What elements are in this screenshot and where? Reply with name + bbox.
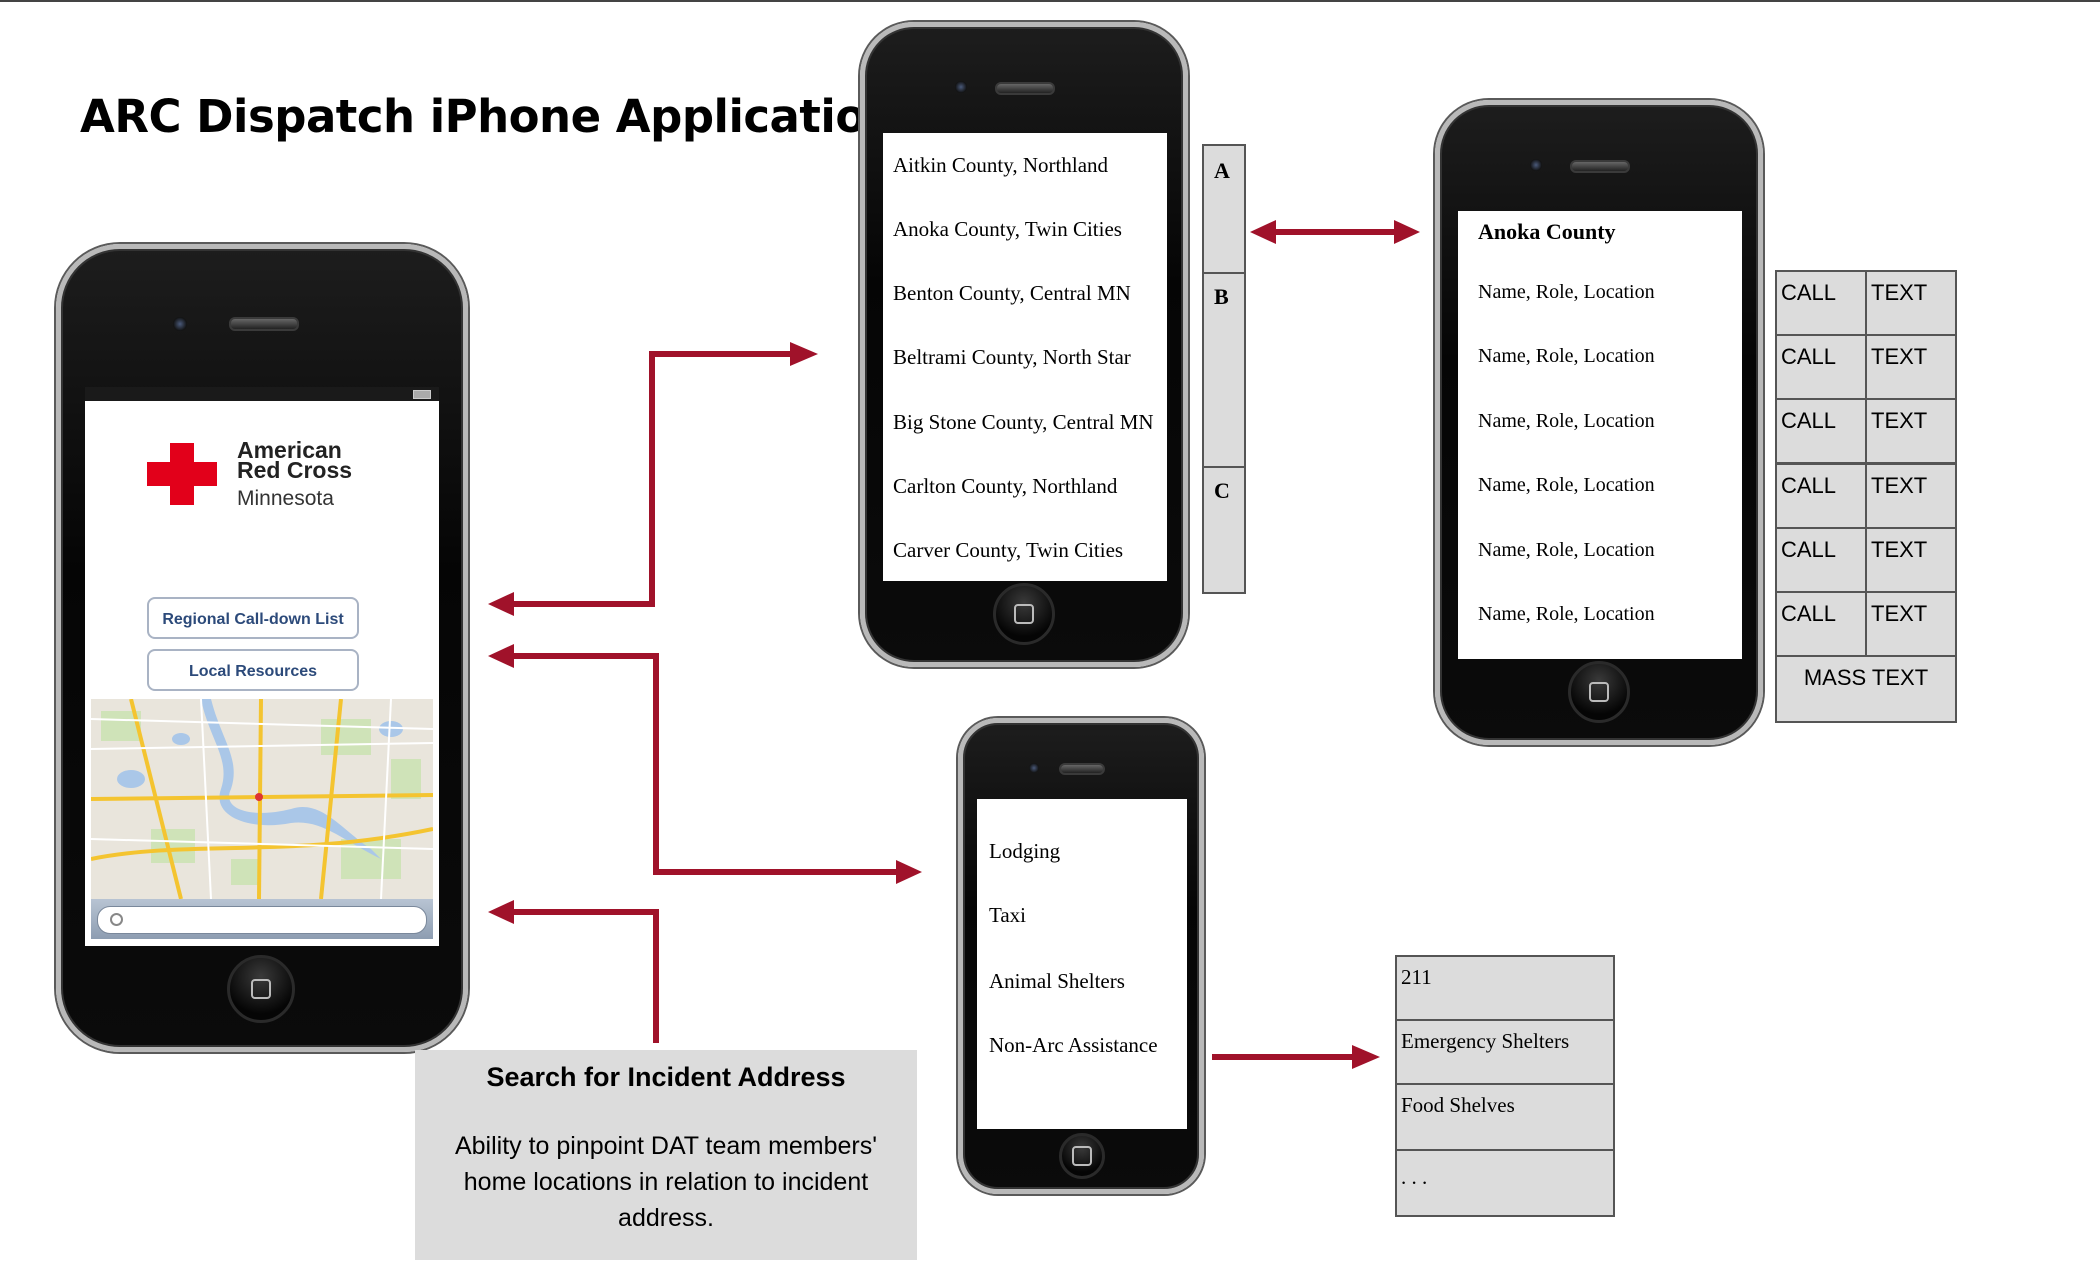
regional-call-down-button[interactable]: Regional Call-down List bbox=[147, 597, 359, 639]
logo-red-cross: Red Cross bbox=[237, 457, 353, 483]
resources-screen: Lodging Taxi Animal Shelters Non-Arc Ass… bbox=[977, 799, 1187, 1129]
arrow-main-to-resources bbox=[510, 653, 896, 875]
diagram-title: ARC Dispatch iPhone Application bbox=[80, 90, 898, 143]
camera bbox=[1530, 159, 1542, 171]
county-detail-title: Anoka County bbox=[1478, 219, 1616, 244]
map-view[interactable] bbox=[91, 699, 433, 899]
county-item[interactable]: Aitkin County, Northland bbox=[893, 153, 1109, 177]
member-row[interactable]: Name, Role, Location bbox=[1478, 474, 1655, 496]
home-button bbox=[1568, 661, 1630, 723]
member-row[interactable]: Name, Role, Location bbox=[1478, 603, 1655, 625]
local-resources-button[interactable]: Local Resources bbox=[147, 649, 359, 691]
text-button[interactable]: TEXT bbox=[1865, 398, 1957, 464]
resource-detail-item[interactable]: Emergency Shelters bbox=[1395, 1019, 1615, 1085]
search-description-box: Search for Incident Address Ability to p… bbox=[415, 1050, 917, 1260]
search-input[interactable] bbox=[97, 906, 427, 934]
text-button[interactable]: TEXT bbox=[1865, 334, 1957, 400]
search-icon bbox=[110, 913, 123, 926]
main-screen: American Red Cross Minnesota Regional Ca… bbox=[85, 387, 439, 946]
mass-text-button[interactable]: MASS TEXT bbox=[1775, 655, 1957, 723]
camera bbox=[955, 81, 967, 93]
resources-phone: Lodging Taxi Animal Shelters Non-Arc Ass… bbox=[958, 718, 1204, 1194]
member-row[interactable]: Name, Role, Location bbox=[1478, 345, 1655, 367]
county-detail-screen: Anoka County Name, Role, Location Name, … bbox=[1458, 211, 1742, 659]
main-phone: American Red Cross Minnesota Regional Ca… bbox=[56, 244, 468, 1052]
text-button[interactable]: TEXT bbox=[1865, 270, 1957, 336]
county-item[interactable]: Benton County, Central MN bbox=[893, 281, 1131, 305]
alpha-index-a[interactable]: A bbox=[1214, 158, 1230, 183]
county-list-phone: Aitkin County, Northland Anoka County, T… bbox=[860, 22, 1188, 667]
resource-item[interactable]: Taxi bbox=[989, 903, 1027, 927]
home-button bbox=[227, 955, 295, 1023]
divider bbox=[1204, 466, 1244, 468]
battery-icon bbox=[413, 390, 431, 399]
member-row[interactable]: Name, Role, Location bbox=[1478, 281, 1655, 303]
county-detail-phone: Anoka County Name, Role, Location Name, … bbox=[1435, 100, 1763, 745]
resource-item[interactable]: Lodging bbox=[989, 839, 1061, 863]
county-list-screen: Aitkin County, Northland Anoka County, T… bbox=[883, 133, 1167, 581]
speaker bbox=[229, 317, 299, 331]
resource-detail-item[interactable]: . . . bbox=[1395, 1149, 1615, 1217]
arrow-search-to-main bbox=[510, 909, 659, 1043]
search-box-title: Search for Incident Address bbox=[486, 1062, 846, 1092]
call-button[interactable]: CALL bbox=[1775, 527, 1867, 593]
speaker bbox=[995, 82, 1055, 95]
county-item[interactable]: Big Stone County, Central MN bbox=[893, 410, 1154, 434]
member-row[interactable]: Name, Role, Location bbox=[1478, 539, 1655, 561]
camera bbox=[173, 317, 187, 331]
county-item[interactable]: Carlton County, Northland bbox=[893, 474, 1118, 498]
call-button[interactable]: CALL bbox=[1775, 398, 1867, 464]
alpha-index-c[interactable]: C bbox=[1214, 478, 1230, 503]
call-button[interactable]: CALL bbox=[1775, 334, 1867, 400]
divider bbox=[1204, 272, 1244, 274]
top-border bbox=[0, 0, 2100, 2]
county-item[interactable]: Anoka County, Twin Cities bbox=[893, 217, 1122, 241]
home-button bbox=[1059, 1133, 1105, 1179]
speaker bbox=[1059, 763, 1105, 775]
status-bar bbox=[85, 387, 439, 401]
camera bbox=[1029, 763, 1039, 773]
county-item[interactable]: Beltrami County, North Star bbox=[893, 345, 1131, 369]
search-box-body: Ability to pinpoint DAT team members' ho… bbox=[454, 1132, 878, 1232]
call-button[interactable]: CALL bbox=[1775, 270, 1867, 336]
text-button[interactable]: TEXT bbox=[1865, 463, 1957, 529]
resource-detail-item[interactable]: 211 bbox=[1395, 955, 1615, 1021]
home-button bbox=[993, 583, 1055, 645]
speaker bbox=[1570, 160, 1630, 173]
county-item[interactable]: Carver County, Twin Cities bbox=[893, 538, 1124, 562]
resource-item[interactable]: Animal Shelters bbox=[989, 969, 1125, 993]
logo-american: American bbox=[237, 437, 342, 463]
alpha-index: A B C bbox=[1202, 144, 1246, 594]
member-row[interactable]: Name, Role, Location bbox=[1478, 410, 1655, 432]
resource-item[interactable]: Non-Arc Assistance bbox=[989, 1033, 1158, 1057]
arrow-main-to-county-list bbox=[510, 351, 790, 607]
logo-minnesota: Minnesota bbox=[237, 487, 334, 510]
red-cross-icon bbox=[147, 443, 217, 505]
search-bar bbox=[91, 899, 433, 939]
alpha-index-b[interactable]: B bbox=[1214, 284, 1229, 309]
